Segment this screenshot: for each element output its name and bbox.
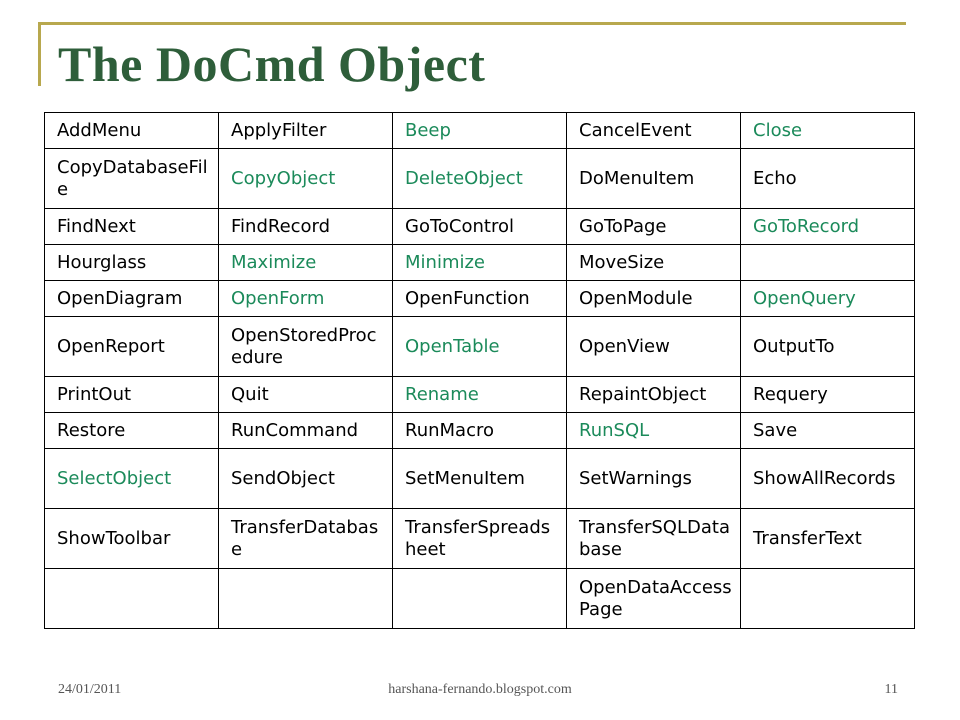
method-cell: Close: [740, 112, 915, 149]
method-cell: OpenQuery: [740, 280, 915, 317]
method-cell: FindNext: [44, 208, 219, 245]
method-cell: SelectObject: [44, 448, 219, 509]
method-cell: Hourglass: [44, 244, 219, 281]
method-cell: ShowAllRecords: [740, 448, 915, 509]
method-cell: RepaintObject: [566, 376, 741, 413]
method-cell: Beep: [392, 112, 567, 149]
method-cell: Maximize: [218, 244, 393, 281]
method-cell: TransferSpreadsheet: [392, 508, 567, 569]
footer-date: 24/01/2011: [58, 682, 122, 697]
method-cell: SetMenuItem: [392, 448, 567, 509]
method-cell: OpenModule: [566, 280, 741, 317]
frame-left-rule: [38, 22, 41, 86]
method-cell: GoToPage: [566, 208, 741, 245]
empty-cell: [740, 244, 915, 281]
method-cell: DoMenuItem: [566, 148, 741, 209]
method-cell: OpenStoredProcedure: [218, 316, 393, 377]
footer-page-number: 11: [884, 682, 898, 697]
method-cell: RunMacro: [392, 412, 567, 449]
method-cell: Echo: [740, 148, 915, 209]
method-cell: CopyDatabaseFile: [44, 148, 219, 209]
method-cell: SetWarnings: [566, 448, 741, 509]
method-cell: RunSQL: [566, 412, 741, 449]
empty-cell: [44, 568, 219, 629]
method-cell: CancelEvent: [566, 112, 741, 149]
method-cell: GoToRecord: [740, 208, 915, 245]
method-cell: TransferSQLDatabase: [566, 508, 741, 569]
footer-site: harshana-fernando.blogspot.com: [388, 682, 572, 697]
method-cell: DeleteObject: [392, 148, 567, 209]
method-cell: Minimize: [392, 244, 567, 281]
frame-top-rule: [38, 22, 906, 25]
method-cell: AddMenu: [44, 112, 219, 149]
empty-cell: [218, 568, 393, 629]
slide-title: The DoCmd Object: [58, 36, 486, 92]
method-cell: FindRecord: [218, 208, 393, 245]
method-cell: OpenDataAccessPage: [566, 568, 741, 629]
method-cell: OpenView: [566, 316, 741, 377]
method-cell: PrintOut: [44, 376, 219, 413]
method-cell: ApplyFilter: [218, 112, 393, 149]
method-cell: ShowToolbar: [44, 508, 219, 569]
method-cell: SendObject: [218, 448, 393, 509]
method-cell: MoveSize: [566, 244, 741, 281]
method-cell: OpenReport: [44, 316, 219, 377]
method-cell: OpenForm: [218, 280, 393, 317]
method-cell: Requery: [740, 376, 915, 413]
method-cell: Quit: [218, 376, 393, 413]
method-cell: GoToControl: [392, 208, 567, 245]
method-cell: Restore: [44, 412, 219, 449]
method-cell: TransferDatabase: [218, 508, 393, 569]
method-cell: OpenFunction: [392, 280, 567, 317]
table-row: OpenDataAccessPage: [44, 568, 915, 629]
empty-cell: [392, 568, 567, 629]
method-cell: Save: [740, 412, 915, 449]
method-cell: TransferText: [740, 508, 915, 569]
method-cell: Rename: [392, 376, 567, 413]
method-cell: OutputTo: [740, 316, 915, 377]
method-cell: RunCommand: [218, 412, 393, 449]
method-cell: CopyObject: [218, 148, 393, 209]
empty-cell: [740, 568, 915, 629]
method-cell: OpenDiagram: [44, 280, 219, 317]
method-cell: OpenTable: [392, 316, 567, 377]
